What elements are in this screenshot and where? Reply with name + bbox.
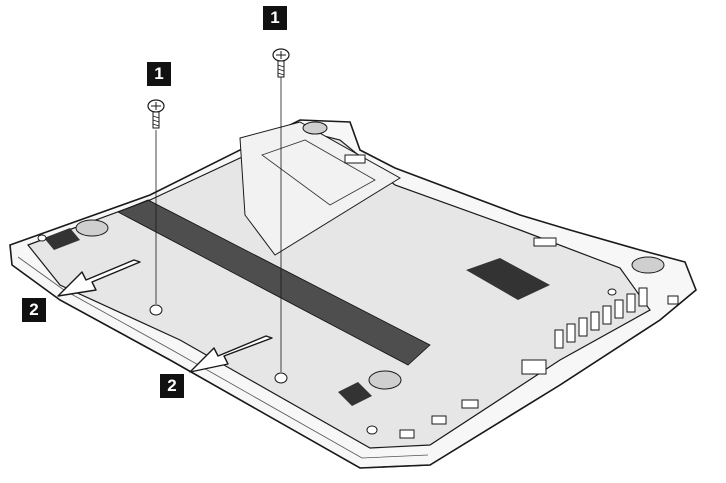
step-2-label-left: 2 bbox=[22, 298, 46, 322]
rubber-foot bbox=[368, 370, 402, 390]
rubber-foot bbox=[75, 219, 109, 237]
latch bbox=[344, 154, 366, 164]
screw-right bbox=[272, 48, 290, 78]
screw-left bbox=[147, 99, 165, 129]
side-fin-grille bbox=[554, 287, 648, 349]
upper-compartment-recess bbox=[261, 139, 376, 206]
screw-hole bbox=[37, 234, 47, 242]
usb-port bbox=[431, 415, 447, 425]
screw-hole bbox=[366, 425, 378, 435]
usb-port bbox=[399, 429, 415, 439]
power-port bbox=[667, 295, 679, 305]
step-1-label-right: 1 bbox=[263, 6, 287, 30]
laptop-side-rim bbox=[11, 264, 697, 469]
screw-hole bbox=[149, 304, 163, 316]
rubber-foot bbox=[302, 121, 328, 135]
remove-arrow-left bbox=[57, 259, 141, 297]
upper-compartment bbox=[239, 121, 401, 256]
screw-hole bbox=[607, 288, 617, 296]
laptop-side-rim-inner bbox=[17, 256, 429, 459]
right-vent-grille bbox=[466, 258, 550, 300]
long-vent-grille bbox=[117, 199, 431, 366]
rubber-foot bbox=[631, 256, 665, 274]
vga-port bbox=[521, 359, 547, 375]
step-2-label-right: 2 bbox=[160, 374, 184, 398]
hdmi-port bbox=[461, 399, 479, 409]
screw-hole bbox=[274, 372, 288, 384]
step-1-label-left: 1 bbox=[147, 62, 171, 86]
left-vent-grille bbox=[44, 228, 80, 250]
latch bbox=[533, 237, 557, 247]
bottom-vent-grille bbox=[338, 382, 372, 406]
remove-arrow-right bbox=[189, 335, 273, 373]
